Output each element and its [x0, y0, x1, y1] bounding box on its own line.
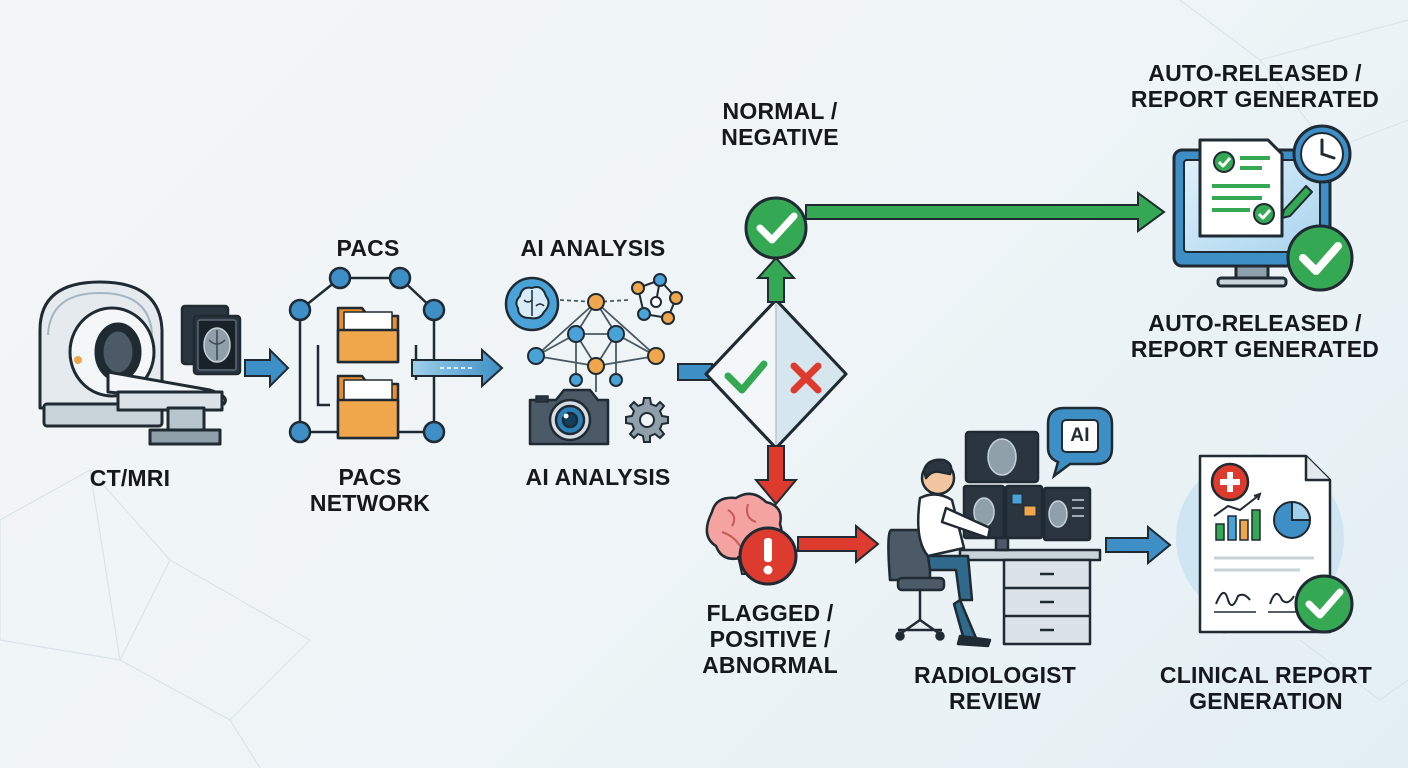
clinical-line2: GENERATION — [1189, 688, 1343, 714]
camera-icon — [528, 388, 610, 446]
decision-check-icon — [724, 360, 768, 394]
ai-analysis-header: AI ANALYSIS — [520, 235, 666, 261]
pacs-label-line1: PACS — [338, 464, 402, 490]
decision-cross-icon — [790, 362, 822, 394]
signature-mark-2 — [1269, 593, 1295, 605]
arrow-scanner-to-pacs — [244, 347, 290, 389]
arrow-flagged-to-radiologist — [797, 523, 880, 565]
normal-check-circle-icon — [744, 196, 808, 260]
flagged-line3: ABNORMAL — [702, 652, 838, 678]
monitor-report-icon — [1172, 138, 1332, 288]
auto-release-bottom-line1: AUTO-RELEASED / — [1148, 310, 1362, 336]
flagged-label: FLAGGED / POSITIVE / ABNORMAL — [690, 600, 850, 678]
pacs-network-label: PACS NETWORK — [290, 464, 450, 516]
normal-line1: NORMAL / — [722, 98, 838, 124]
brain-ai-icon — [504, 276, 560, 332]
arrow-decision-to-flagged — [753, 445, 799, 506]
radiologist-line1: RADIOLOGIST — [914, 662, 1076, 688]
decision-diamond-icon — [704, 298, 848, 450]
arrow-radiologist-to-clinical — [1105, 524, 1172, 566]
auto-released-top-label: AUTO-RELEASED / REPORT GENERATED — [1130, 60, 1380, 112]
flagged-line2: POSITIVE / — [709, 626, 831, 652]
auto-release-check-icon — [1286, 224, 1354, 292]
clinical-report-label: CLINICAL REPORT GENERATION — [1150, 662, 1382, 714]
auto-release-top-line2: REPORT GENERATED — [1130, 86, 1380, 112]
molecule-icon — [631, 273, 683, 325]
gear-icon — [625, 397, 669, 443]
auto-released-bottom-label: AUTO-RELEASED / REPORT GENERATED — [1130, 310, 1380, 362]
ai-badge-icon — [1046, 406, 1114, 480]
clock-icon — [1292, 124, 1352, 184]
normal-line2: NEGATIVE — [721, 124, 839, 150]
normal-negative-label: NORMAL / NEGATIVE — [700, 98, 860, 150]
radiologist-review-label: RADIOLOGIST REVIEW — [900, 662, 1090, 714]
scan-images-icon — [180, 304, 242, 376]
signature-mark — [1215, 592, 1251, 607]
arrow-normal-to-auto-release — [805, 191, 1166, 233]
auto-release-top-line1: AUTO-RELEASED / — [1148, 60, 1362, 86]
folder-network-icon — [288, 266, 446, 444]
neural-network-icon — [527, 293, 665, 392]
scanner-label: CT/MRI — [89, 465, 171, 491]
auto-release-bottom-line2: REPORT GENERATED — [1130, 336, 1380, 362]
pacs-header: PACS — [336, 235, 400, 261]
radiologist-line2: REVIEW — [949, 688, 1041, 714]
flagged-line1: FLAGGED / — [706, 600, 834, 626]
pacs-label-line2: NETWORK — [309, 490, 431, 516]
ct-mri-scanner-icon — [38, 280, 227, 446]
arrow-decision-to-normal — [755, 256, 797, 303]
radiologist-workstation-icon — [887, 430, 1102, 648]
ai-analysis-label: AI ANALYSIS — [525, 464, 671, 490]
clinical-line1: CLINICAL REPORT — [1159, 662, 1373, 688]
ai-badge-label: AI — [1070, 425, 1090, 446]
clinical-report-icon — [1176, 454, 1354, 634]
brain-alert-icon — [705, 492, 798, 586]
